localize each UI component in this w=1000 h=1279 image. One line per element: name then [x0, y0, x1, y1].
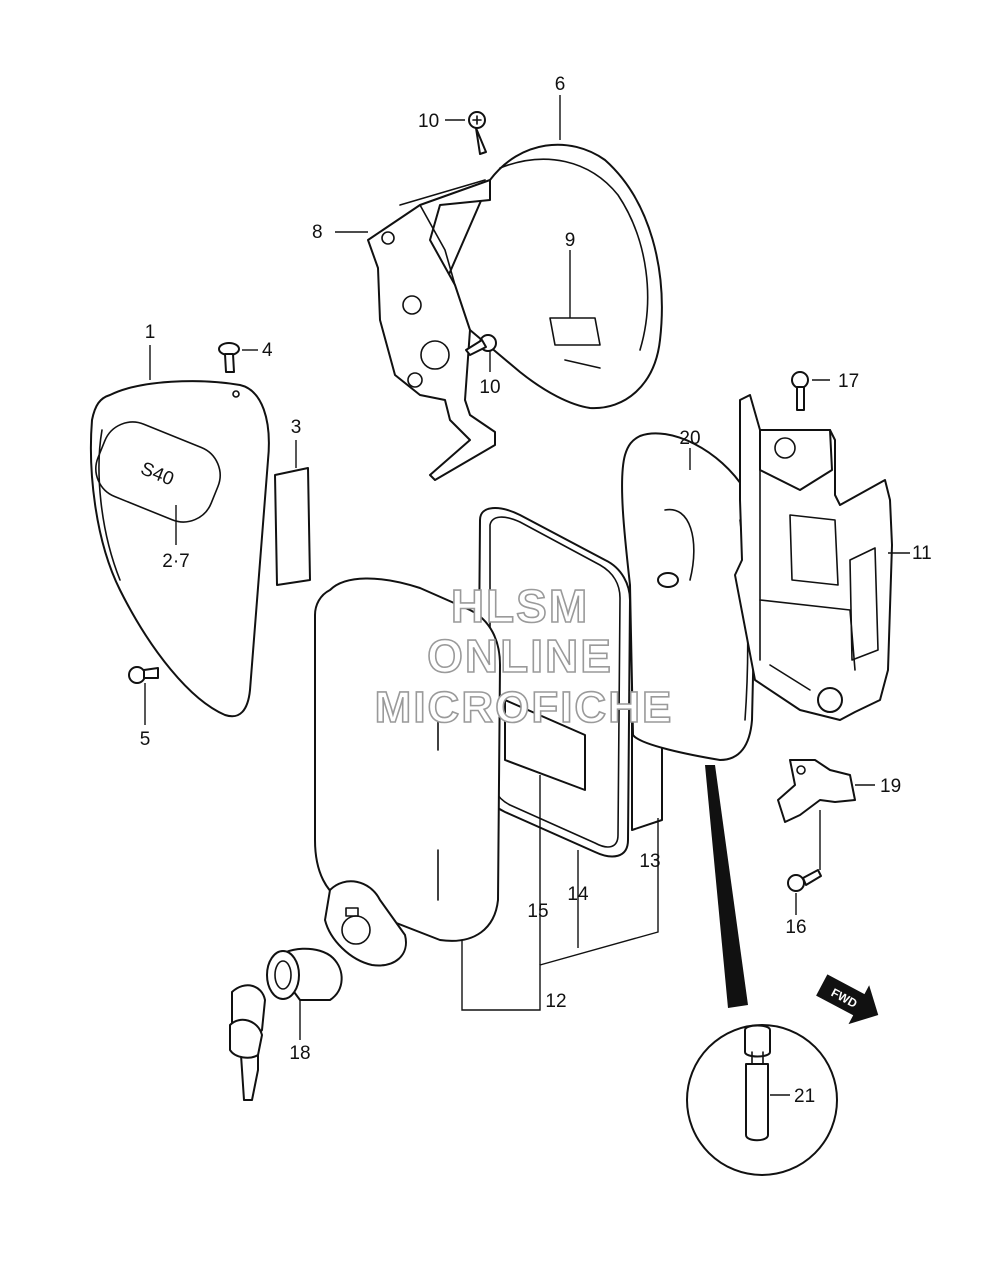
- screw-10-mid[interactable]: [465, 334, 497, 356]
- callout-10-mid: 10: [479, 377, 500, 398]
- callout-12: 12: [545, 991, 566, 1012]
- part-11-plate[interactable]: [734, 394, 893, 721]
- callout-5: 5: [140, 729, 151, 750]
- callout-13: 13: [639, 851, 660, 872]
- watermark-line-2: ONLINE: [427, 630, 613, 682]
- callout-2-7: 2·7: [162, 551, 189, 572]
- callout-16: 16: [785, 917, 806, 938]
- callout-21: 21: [794, 1086, 815, 1107]
- screw-17[interactable]: [791, 371, 809, 411]
- part-21-pin-detail[interactable]: [686, 1024, 838, 1176]
- callout-11: 11: [912, 543, 932, 564]
- callout-15: 15: [527, 901, 548, 922]
- screw-5[interactable]: [128, 666, 159, 684]
- part-3-pad[interactable]: [274, 467, 311, 586]
- fwd-arrow: FWD: [816, 974, 879, 1025]
- part-19-clip[interactable]: [777, 759, 856, 823]
- part-15-pad[interactable]: [504, 699, 586, 791]
- part-1-side-cover[interactable]: S40: [87, 380, 270, 718]
- callout-10-top: 10: [418, 111, 439, 132]
- leader-lines: [144, 95, 910, 1096]
- part-8-bracket[interactable]: [367, 179, 496, 481]
- screw-10-top[interactable]: [468, 111, 487, 155]
- callout-20: 20: [679, 428, 700, 449]
- watermark: HLSM ONLINE MICROFICHE: [374, 579, 674, 733]
- watermark-line-1: HLSM: [451, 580, 589, 632]
- callout-17: 17: [838, 371, 859, 392]
- callout-6: 6: [555, 74, 566, 95]
- part-18-lock[interactable]: [229, 947, 343, 1101]
- watermark-line-3: MICROFICHE: [375, 683, 674, 732]
- screw-4[interactable]: [218, 342, 240, 373]
- screw-16[interactable]: [787, 869, 822, 892]
- callout-9: 9: [565, 230, 576, 251]
- callout-14: 14: [567, 884, 589, 905]
- callout-4: 4: [262, 340, 273, 361]
- callout-8: 8: [312, 222, 323, 243]
- callout-18: 18: [289, 1043, 310, 1064]
- detail-pointer: [705, 765, 748, 1008]
- callout-labels: 1 4 2·7 3 5 6 8 9 10 10 20 11 17 19 16 1…: [140, 74, 932, 1107]
- callout-3: 3: [291, 417, 302, 438]
- callout-19: 19: [880, 776, 901, 797]
- callout-1: 1: [145, 322, 156, 343]
- part-12-box[interactable]: [314, 577, 501, 967]
